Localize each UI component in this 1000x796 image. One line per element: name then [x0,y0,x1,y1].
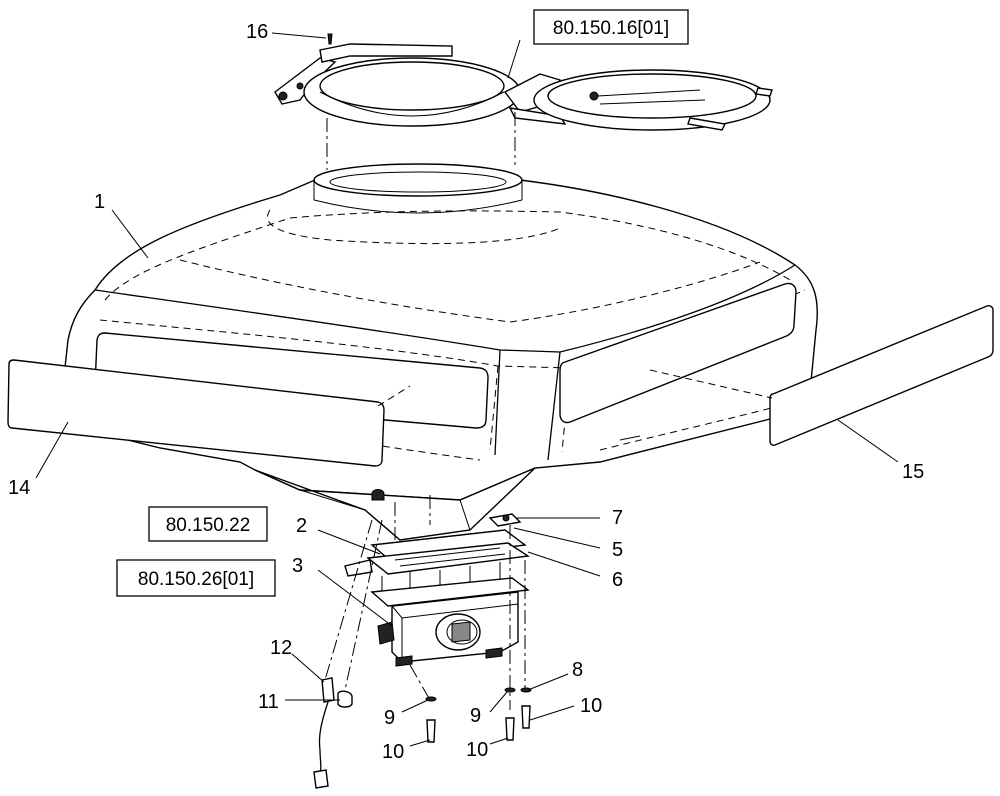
callout-10a: 10 [382,741,404,763]
callout-8: 8 [572,659,583,681]
callout-16: 16 [246,21,268,43]
callout-6: 6 [612,569,623,591]
callout-11: 11 [258,691,279,713]
fasteners [425,687,532,743]
callout-12: 12 [270,637,292,659]
leader-lines [35,32,899,747]
meter-assembly [344,513,530,667]
hopper-body [60,163,818,541]
callout-14: 14 [8,477,30,499]
ref-box-meter: 80.150.26[01] [116,559,276,597]
callouts: 16 1 14 15 7 5 6 2 3 12 11 9 9 8 10 10 1… [8,21,924,763]
ref-box-lid-label: 80.150.16[01] [553,18,669,39]
callout-15: 15 [902,461,924,483]
lid-assembly [274,33,773,131]
callout-9b: 9 [470,705,481,727]
callout-7: 7 [612,507,623,529]
callout-1: 1 [94,191,105,213]
ref-box-gate: 80.150.22 [148,506,268,542]
decal-left [7,359,385,467]
ref-box-gate-label: 80.150.22 [166,515,251,536]
callout-3: 3 [292,555,303,577]
ref-box-meter-label: 80.150.26[01] [138,569,254,590]
callout-9a: 9 [384,707,395,729]
callout-2: 2 [296,515,307,537]
callout-10c: 10 [580,695,602,717]
callout-10b: 10 [466,739,488,761]
ref-box-lid: 80.150.16[01] [533,9,689,45]
sensor-harness [313,677,353,789]
callout-5: 5 [612,539,623,561]
